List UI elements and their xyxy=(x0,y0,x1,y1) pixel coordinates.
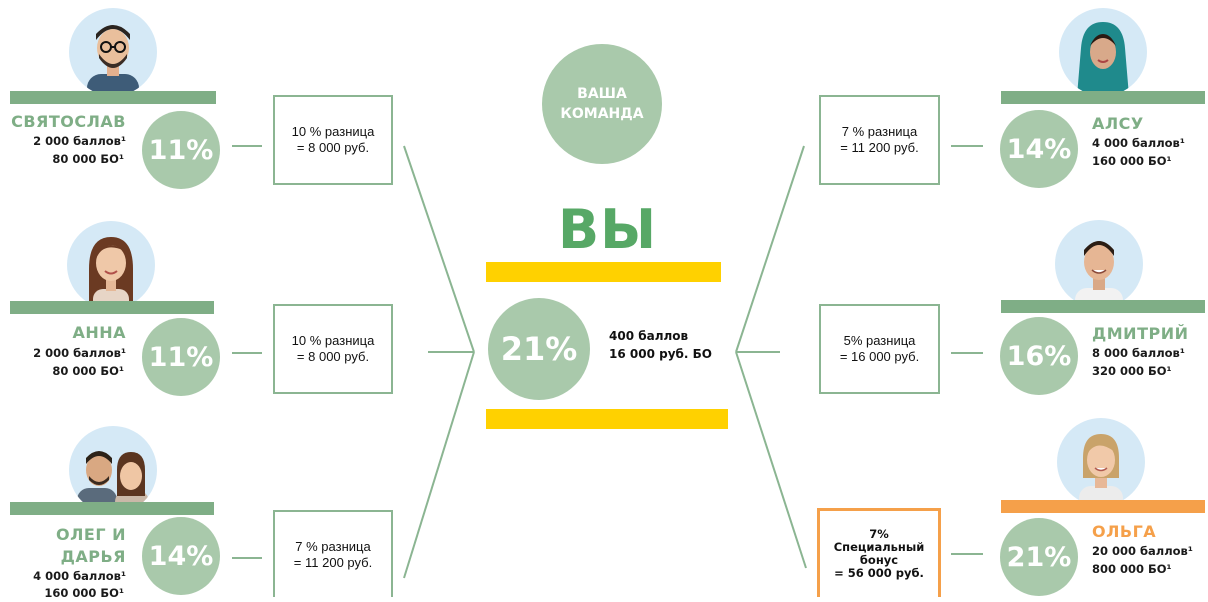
member-percent-svyatoslav: 11% xyxy=(142,111,220,189)
special-box-line-4: = 56 000 руб. xyxy=(834,566,924,580)
member-name-dmitriy: ДМИТРИЙ xyxy=(1092,324,1189,343)
dash-left-1 xyxy=(232,145,262,147)
diff-box-line-2: = 11 200 руб. xyxy=(840,140,919,155)
dash-right-1 xyxy=(951,145,983,147)
center-info: 400 баллов 16 000 руб. БО xyxy=(609,327,712,363)
connector-line-right-bottom xyxy=(735,351,807,569)
diff-box-line-2: = 11 200 руб. xyxy=(293,554,373,570)
member-points-olga: 20 000 баллов¹ xyxy=(1092,544,1193,558)
member-percent-alsu: 14% xyxy=(1000,110,1078,188)
center-percent-circle: 21% xyxy=(488,298,590,400)
connector-line-right-top xyxy=(735,145,805,353)
diff-box-line-2: = 16 000 руб. xyxy=(839,349,920,364)
member-name-alsu: АЛСУ xyxy=(1092,114,1144,133)
center-title: ВЫ xyxy=(558,198,658,261)
person-icon xyxy=(1079,434,1123,506)
special-box-line-3: бонус xyxy=(859,553,899,567)
member-bar-oleg-darya xyxy=(10,502,214,515)
diff-box-line-2: = 8 000 руб. xyxy=(296,140,370,155)
diff-box-alsu: 7 % разница= 11 200 руб. xyxy=(819,95,940,185)
person-icon xyxy=(89,237,133,309)
avatar-anna xyxy=(67,221,155,309)
yellow-bar-bottom xyxy=(486,409,728,429)
dash-left-2 xyxy=(232,352,262,354)
member-name-anna: АННА xyxy=(72,323,126,342)
member-points-alsu: 4 000 баллов¹ xyxy=(1092,136,1185,150)
avatar-dmitriy xyxy=(1055,220,1143,308)
diff-box-line-1: 10 % разница xyxy=(291,333,375,348)
connector-line-left-top xyxy=(403,145,475,353)
diff-box-line-2: = 8 000 руб. xyxy=(296,349,370,364)
member-bo-olga: 800 000 БО¹ xyxy=(1092,562,1172,576)
member-percent-dmitriy: 16% xyxy=(1000,317,1078,395)
member-name-olga: ОЛЬГА xyxy=(1092,522,1157,541)
member-percent-olga: 21% xyxy=(1000,518,1078,596)
team-badge: ВАША КОМАНДА xyxy=(542,44,662,164)
person-icon xyxy=(1075,241,1123,308)
member-percent-oleg-darya: 14% xyxy=(142,517,220,595)
avatar-svyatoslav xyxy=(69,8,157,96)
dash-left-3 xyxy=(232,557,262,559)
center-points: 400 баллов xyxy=(609,329,689,343)
person-icon xyxy=(1077,22,1129,96)
member-bar-alsu xyxy=(1001,91,1205,104)
member-bo-oleg-darya: 160 000 БО¹ xyxy=(44,586,124,600)
person-icon xyxy=(87,25,139,96)
dash-right-2 xyxy=(951,352,983,354)
diff-box-line-1: 7 % разница xyxy=(841,124,918,139)
member-bar-dmitriy xyxy=(1001,300,1205,313)
member-bo-svyatoslav: 80 000 БО¹ xyxy=(52,152,124,166)
diff-box-anna: 10 % разница= 8 000 руб. xyxy=(273,304,393,394)
member-points-oleg-darya: 4 000 баллов¹ xyxy=(33,569,126,583)
couple-icon xyxy=(77,451,149,514)
team-label-line-1: ВАША xyxy=(577,86,627,102)
member-bar-anna xyxy=(10,301,214,314)
special-box-line-2: Специальный xyxy=(833,540,925,554)
avatar-olga xyxy=(1057,418,1145,506)
connector-line-left-bottom xyxy=(403,351,475,579)
diff-box-svyatoslav: 10 % разница= 8 000 руб. xyxy=(273,95,393,185)
special-box-line-1: 7% xyxy=(869,527,889,541)
member-name-oleg-darya-line-2: ДАРЬЯ xyxy=(60,547,126,566)
diff-box-oleg-darya: 7 % разница= 11 200 руб. xyxy=(273,510,393,597)
member-points-svyatoslav: 2 000 баллов¹ xyxy=(33,134,126,148)
member-points-dmitriy: 8 000 баллов¹ xyxy=(1092,346,1185,360)
team-label-line-2: КОМАНДА xyxy=(560,106,644,122)
member-percent-anna: 11% xyxy=(142,318,220,396)
avatar-alsu xyxy=(1059,8,1147,96)
dash-right-3 xyxy=(951,553,983,555)
member-name-svyatoslav: СВЯТОСЛАВ xyxy=(11,112,126,131)
member-bo-alsu: 160 000 БО¹ xyxy=(1092,154,1172,168)
center-bonus: 16 000 руб. БО xyxy=(609,347,712,361)
avatar-oleg-darya xyxy=(69,426,157,514)
member-bar-svyatoslav xyxy=(10,91,216,104)
member-name-oleg-darya-line-1: ОЛЕГ И xyxy=(56,525,126,544)
member-bo-dmitriy: 320 000 БО¹ xyxy=(1092,364,1172,378)
member-bar-olga xyxy=(1001,500,1205,513)
diff-box-line-1: 5% разница xyxy=(843,333,916,348)
member-bo-anna: 80 000 БО¹ xyxy=(52,364,124,378)
diff-box-line-1: 7 % разница xyxy=(295,538,371,554)
yellow-bar-top xyxy=(486,262,721,282)
diff-box-line-1: 10 % разница xyxy=(291,124,375,139)
diff-box-dmitriy: 5% разница= 16 000 руб. xyxy=(819,304,940,394)
special-bonus-box-olga: 7% Специальный бонус = 56 000 руб. xyxy=(817,508,941,597)
member-points-anna: 2 000 баллов¹ xyxy=(33,346,126,360)
